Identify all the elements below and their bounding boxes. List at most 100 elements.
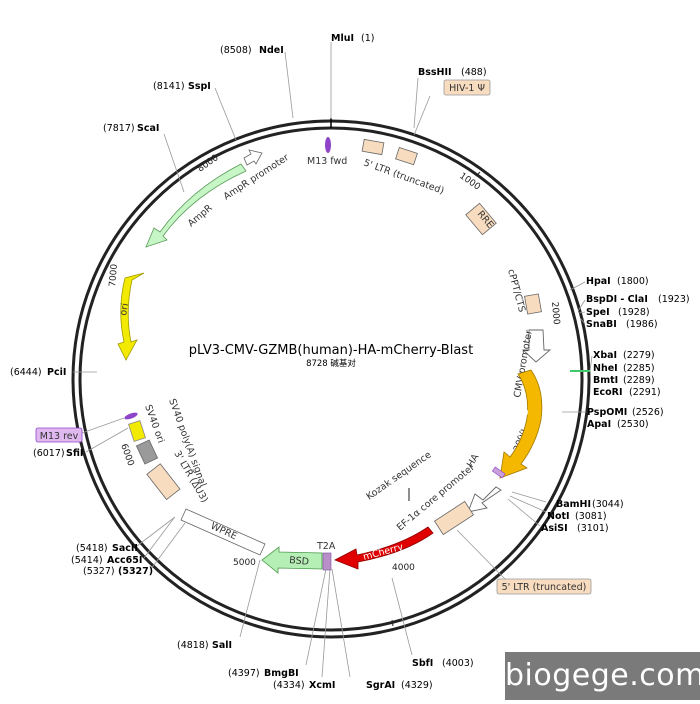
site-pcii-pos: (6444) [10,367,42,378]
site-ndei-pos: (8508) [220,45,252,56]
site-sfii-name: SfiI [66,448,83,459]
feature-ori[interactable]: ori [118,273,144,360]
site-snabi[interactable]: SnaBI (1986) [580,318,658,330]
site-pcii[interactable]: PciI (6444) [10,367,97,378]
site-spei-name: SpeI [586,307,610,318]
ltr5-bottom-label: 5' LTR (truncated) [502,582,587,593]
site-ndei-name: NdeI [259,45,284,56]
site-bsshii[interactable]: BssHII (488) [414,67,487,128]
site-nhei[interactable]: NheI (2285) [593,363,655,374]
feature-sv40-ori[interactable]: SV40 ori [129,403,167,444]
feature-bsd[interactable]: BSD [262,547,322,573]
site-sspi[interactable]: SspI (8141) [153,81,236,140]
site-mlui[interactable]: MluI (1) [331,33,374,119]
site-pspomi-name: PspOMI [587,407,627,418]
site-acc65i-name: Acc65I [107,555,142,566]
site-ecori[interactable]: EcoRI (2291) [593,387,661,398]
site-snabi-name: SnaBI [586,319,617,330]
tick-label-2000: 2000 [549,301,561,325]
site-sali-name: SalI [212,640,232,651]
site-sbfi[interactable]: SbfI (4003) [392,578,474,669]
site-scai[interactable]: ScaI (7817) [103,123,184,192]
tick-label-7000: 7000 [108,263,120,287]
feature-wpre[interactable]: WPRE [181,509,265,555]
site-bsshii-pos: (488) [461,67,487,78]
site-xbai-name: XbaI [593,350,617,361]
site-hpai[interactable]: HpaI (1800) [570,276,649,290]
feature-kozak-sequence: Kozak sequence [364,449,433,502]
feature-5ltr-truncated-top[interactable]: 5' LTR (truncated) [362,139,445,196]
site-sgrai-name: SgrAI [366,680,395,691]
plasmid-size: 8728 碱基对 [306,358,356,369]
site-hpai-pos: (1800) [617,276,649,287]
site-asisi-pos: (3101) [577,523,609,534]
tick-7000: 7000 [108,263,120,287]
site-scai-pos: (7817) [103,123,135,134]
site-apai-name: ApaI [587,419,611,430]
site-mlui-name: MluI [331,33,354,44]
site-sali[interactable]: SalI (4818) [177,560,260,651]
tick-label-4000: 4000 [392,563,415,573]
site-bmti[interactable]: BmtI (2289) [593,375,655,386]
site-ecori-name: EcoRI [593,387,623,398]
tick-5000: 5000 [233,558,256,568]
bsd-label: BSD [289,555,310,568]
site-sbfi-pos: (4003) [442,658,474,669]
site-kpni-pos: (5418) [76,543,108,554]
site-spei[interactable]: SpeI (1928) [579,307,650,318]
site-ecori-pos: (2291) [629,387,661,398]
site-xcmi-pos: (4334) [273,680,305,691]
site-sali-pos: (4818) [177,640,209,651]
site-sgrai-pos: (4329) [401,680,433,691]
site-kpni-name: SacII [112,543,138,554]
site-acc65i-pos: (5414) [71,555,103,566]
feature-m13-fwd[interactable]: M13 fwd [307,118,347,167]
m13-fwd-marker [325,137,331,153]
cppt-cts-label: cPPT/CTS [505,268,527,313]
site-bsshii-name: BssHII [418,67,452,78]
site-bamhi[interactable]: BamHI (3044) [512,492,624,510]
feature-ampr[interactable]: AmpR [146,164,246,247]
sv40-ori-label: SV40 ori [142,403,166,444]
site-pcii-name: PciI [47,367,66,378]
t2a-label: T2A [316,541,336,552]
site-sspi-pos: (8141) [153,81,185,92]
site-apai[interactable]: ApaI (2530) [587,419,649,430]
tick-2000: 2000 [549,301,561,325]
site-mlui-pos: (1) [361,33,374,44]
feature-cppt-cts[interactable]: cPPT/CTS [505,268,541,314]
ori-label: ori [118,302,131,316]
site-sacii-pos: (5327) [83,566,115,577]
site-hpai-name: HpaI [586,276,611,287]
mcherry-label: mCherry [362,542,405,563]
site-noti-name: NotI [547,511,570,522]
site-pspomi[interactable]: PspOMI (2526) [562,407,664,418]
tick-label-6000: 6000 [118,443,135,468]
site-bamhi-name: BamHI [556,499,591,510]
site-xcmi-name: XcmI [309,680,335,691]
tick-label-5000: 5000 [233,558,256,568]
site-bmti-pos: (2289) [623,375,655,386]
site-nhei-name: NheI [593,363,618,374]
site-sacii-name: (5327) [118,566,153,577]
site-bmgbi-pos: (4397) [228,668,260,679]
site-asisi-name: AsiSI [541,523,568,534]
feature-rre[interactable]: RRE [466,203,497,234]
m13-fwd-label: M13 fwd [307,156,347,167]
site-nhei-pos: (2285) [623,363,655,374]
site-xbai[interactable]: XbaI (2279) [593,350,655,361]
site-spei-pos: (1928) [618,307,650,318]
m13-rev-label: M13 rev [40,431,79,442]
site-bspdi-clai-name: BspDI - ClaI [586,294,648,305]
site-bamhi-pos: (3044) [592,499,624,510]
site-ndei[interactable]: NdeI (8508) [220,45,293,118]
watermark: biogege.com [505,652,700,700]
site-bmgbi-name: BmgBI [264,668,299,679]
site-sbfi-name: SbfI [412,658,433,669]
site-snabi-pos: (1986) [626,319,658,330]
feature-hiv1-psi[interactable]: HIV-1 Ψ [414,80,490,135]
feature-mcherry[interactable]: mCherry [335,527,433,569]
m13-rev-marker [124,411,139,420]
